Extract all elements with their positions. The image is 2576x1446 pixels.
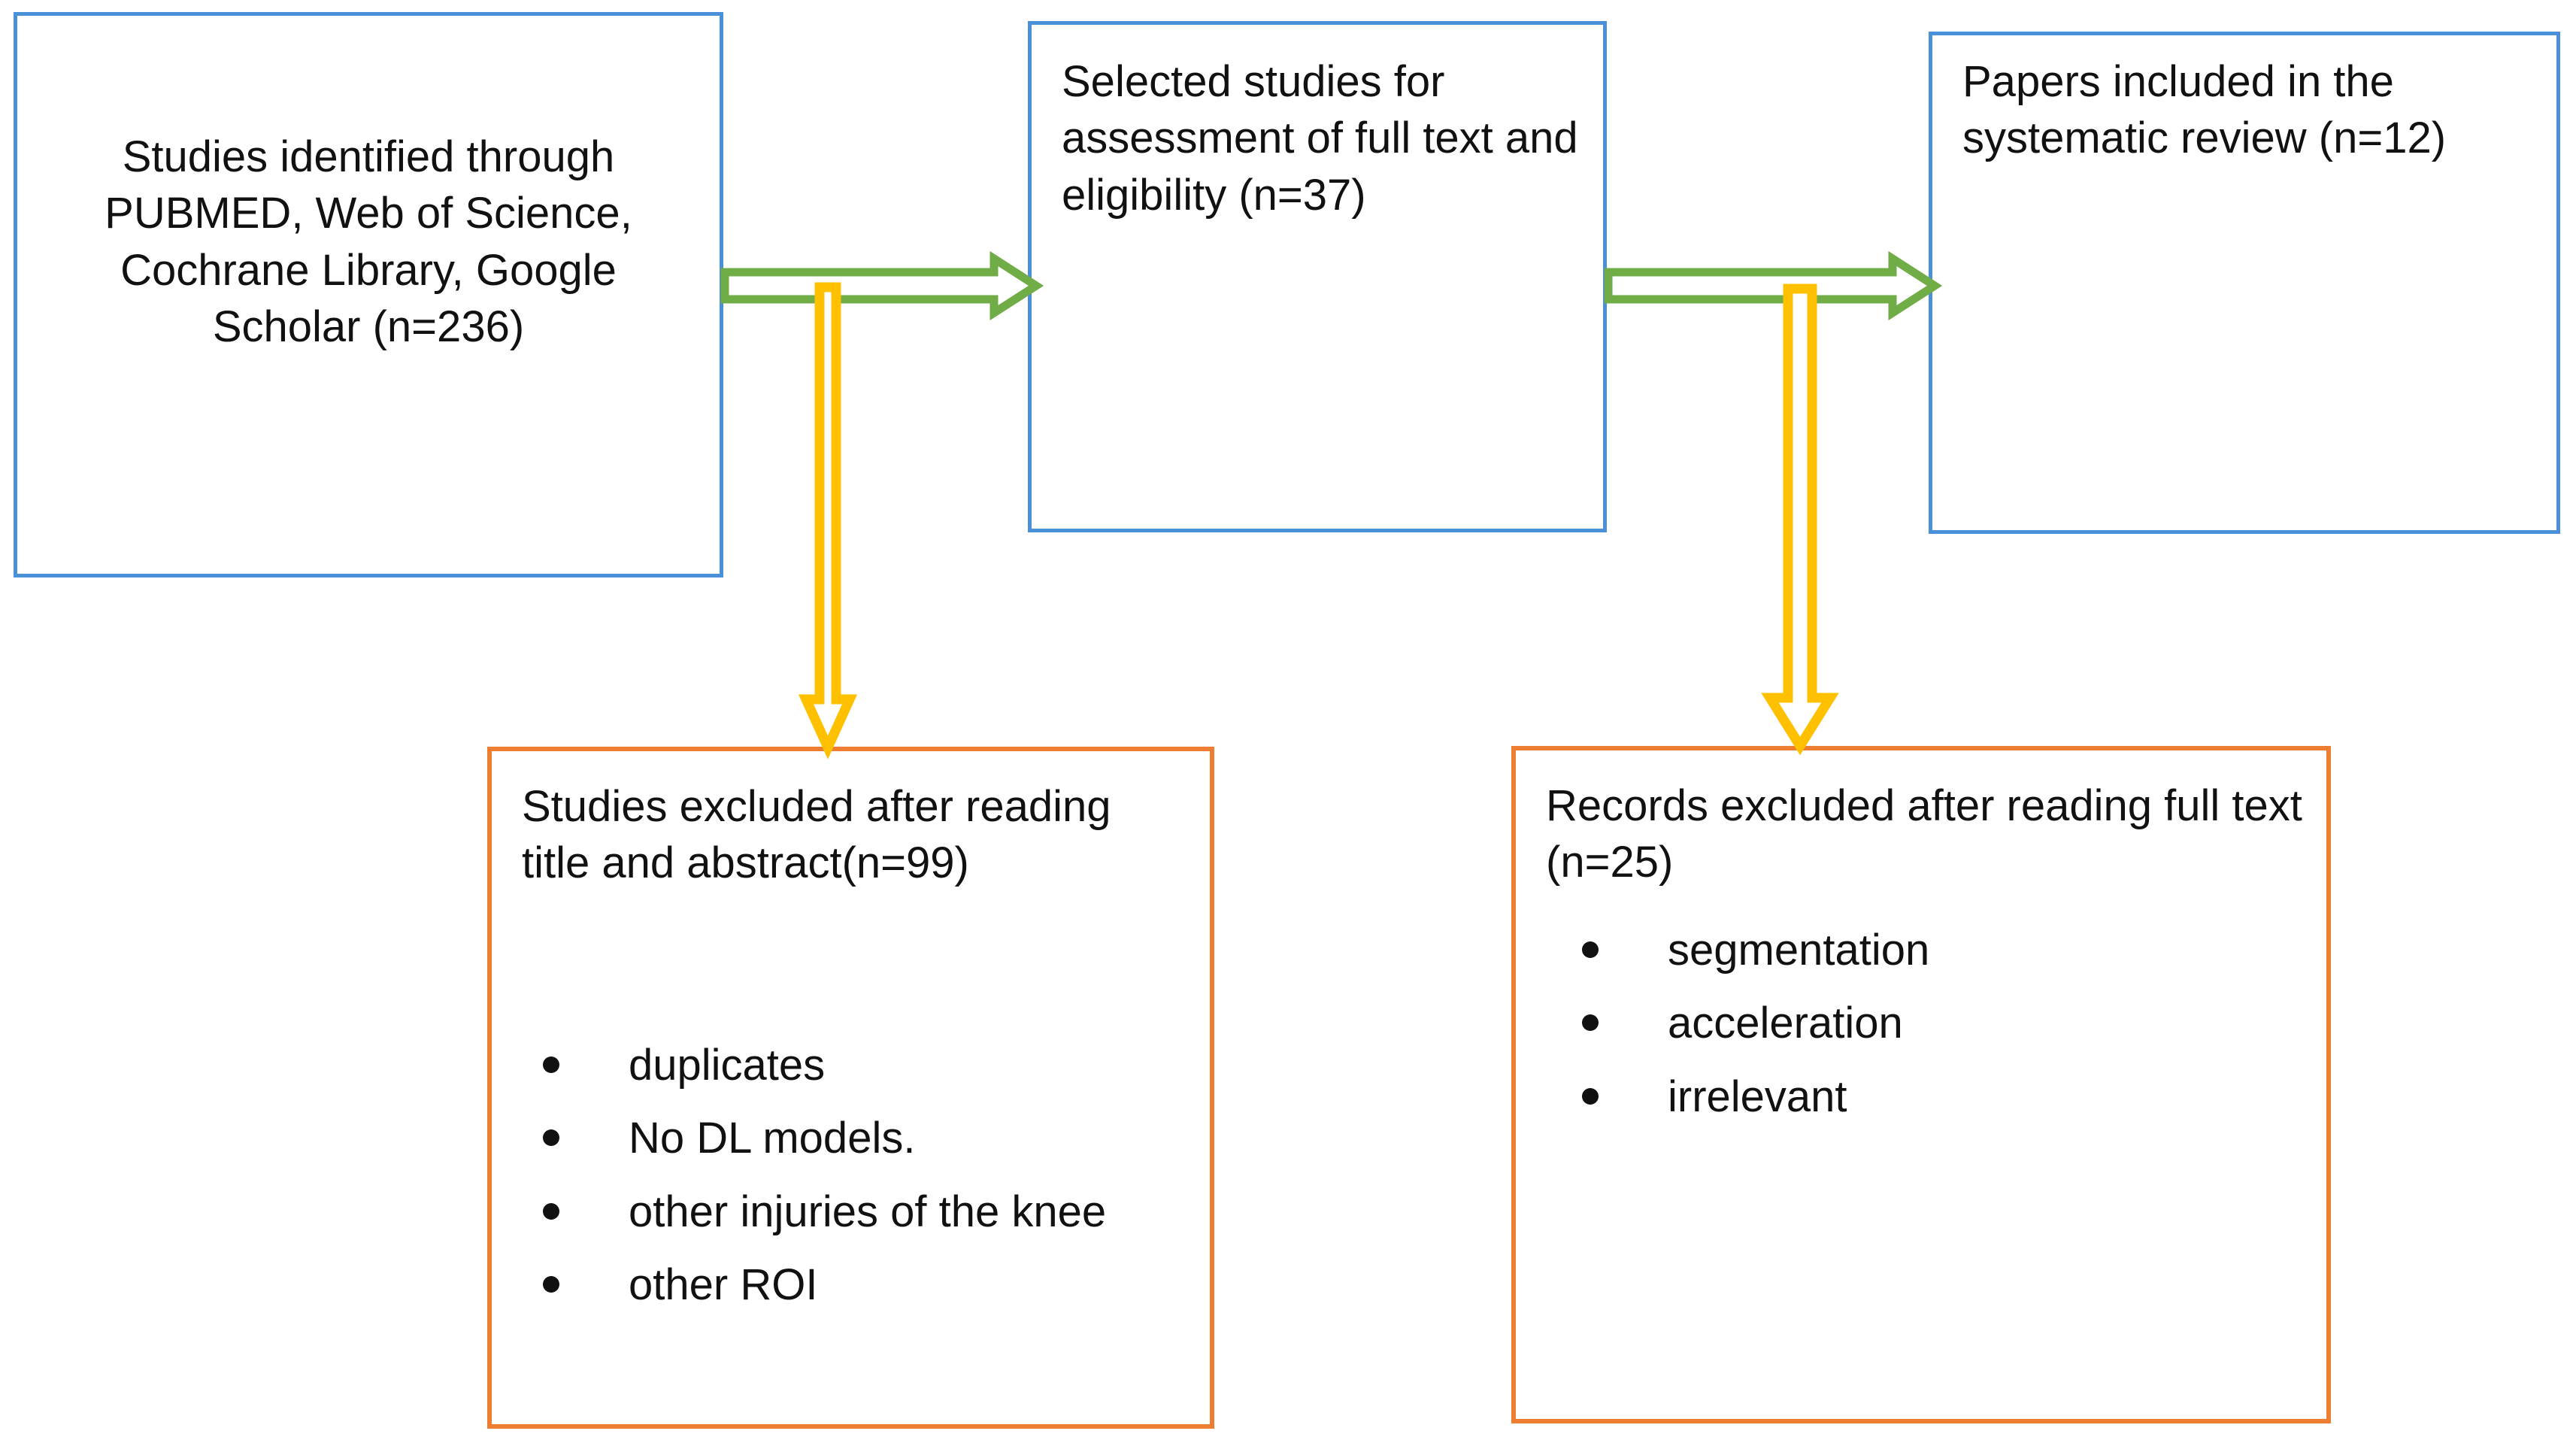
node-records-excluded-full-text-text: Records excluded after reading full text… (1546, 781, 2302, 887)
right-block-arrow-icon (1604, 250, 1943, 321)
bullet-dot-icon (543, 1276, 559, 1293)
list-item-label: segmentation (1668, 926, 1930, 975)
list-item: acceleration (1582, 995, 2304, 1051)
node-studies-excluded-title-abstract-text: Studies excluded after reading title and… (522, 782, 1111, 888)
connector-selected-to-excluded-full-text (1758, 283, 1841, 756)
list-item-label: other ROI (629, 1260, 818, 1310)
node-papers-included-text: Papers included in the systematic review… (1962, 57, 2447, 163)
down-block-arrow-icon (1761, 283, 1839, 756)
node-selected-studies-text: Selected studies for assessment of full … (1062, 57, 1578, 220)
bullet-dot-icon (1582, 1087, 1599, 1105)
node-papers-included[interactable]: Papers included in the systematic review… (1929, 32, 2560, 534)
right-block-arrow-icon (720, 250, 1044, 321)
list-item-label: irrelevant (1668, 1072, 1847, 1121)
bullet-dot-icon (543, 1056, 559, 1073)
list-item: other ROI (543, 1257, 1187, 1313)
node-studies-excluded-title-abstract[interactable]: Studies excluded after reading title and… (487, 747, 1214, 1429)
list-item-label: other injuries of the knee (629, 1187, 1107, 1236)
bullet-dot-icon (1582, 941, 1599, 958)
node-studies-identified[interactable]: Studies identified through PUBMED, Web o… (14, 12, 723, 577)
exclusion-reason-list-full-text: segmentation acceleration irrelevant (1516, 922, 2326, 1141)
list-item: segmentation (1582, 922, 2304, 978)
connector-selected-to-included (1604, 250, 1943, 321)
list-item: duplicates (543, 1037, 1187, 1093)
list-item: other injuries of the knee (543, 1184, 1187, 1240)
exclusion-reason-list-title-abstract: duplicates No DL models. other injuries … (492, 1037, 1210, 1330)
list-item: irrelevant (1582, 1069, 2304, 1125)
node-selected-studies[interactable]: Selected studies for assessment of full … (1028, 21, 1607, 532)
connector-identified-to-excluded-title-abstract (796, 282, 860, 759)
connector-identified-to-selected (720, 250, 1044, 321)
bullet-dot-icon (543, 1129, 559, 1147)
down-block-arrow-icon (798, 282, 858, 759)
list-item-label: duplicates (629, 1041, 826, 1090)
node-records-excluded-full-text[interactable]: Records excluded after reading full text… (1511, 746, 2331, 1423)
bullet-dot-icon (1582, 1014, 1599, 1032)
list-item: No DL models. (543, 1110, 1187, 1166)
list-item-label: No DL models. (629, 1114, 916, 1163)
bullet-dot-icon (543, 1202, 559, 1220)
node-studies-identified-text: Studies identified through PUBMED, Web o… (105, 132, 632, 352)
list-item-label: acceleration (1668, 999, 1903, 1048)
